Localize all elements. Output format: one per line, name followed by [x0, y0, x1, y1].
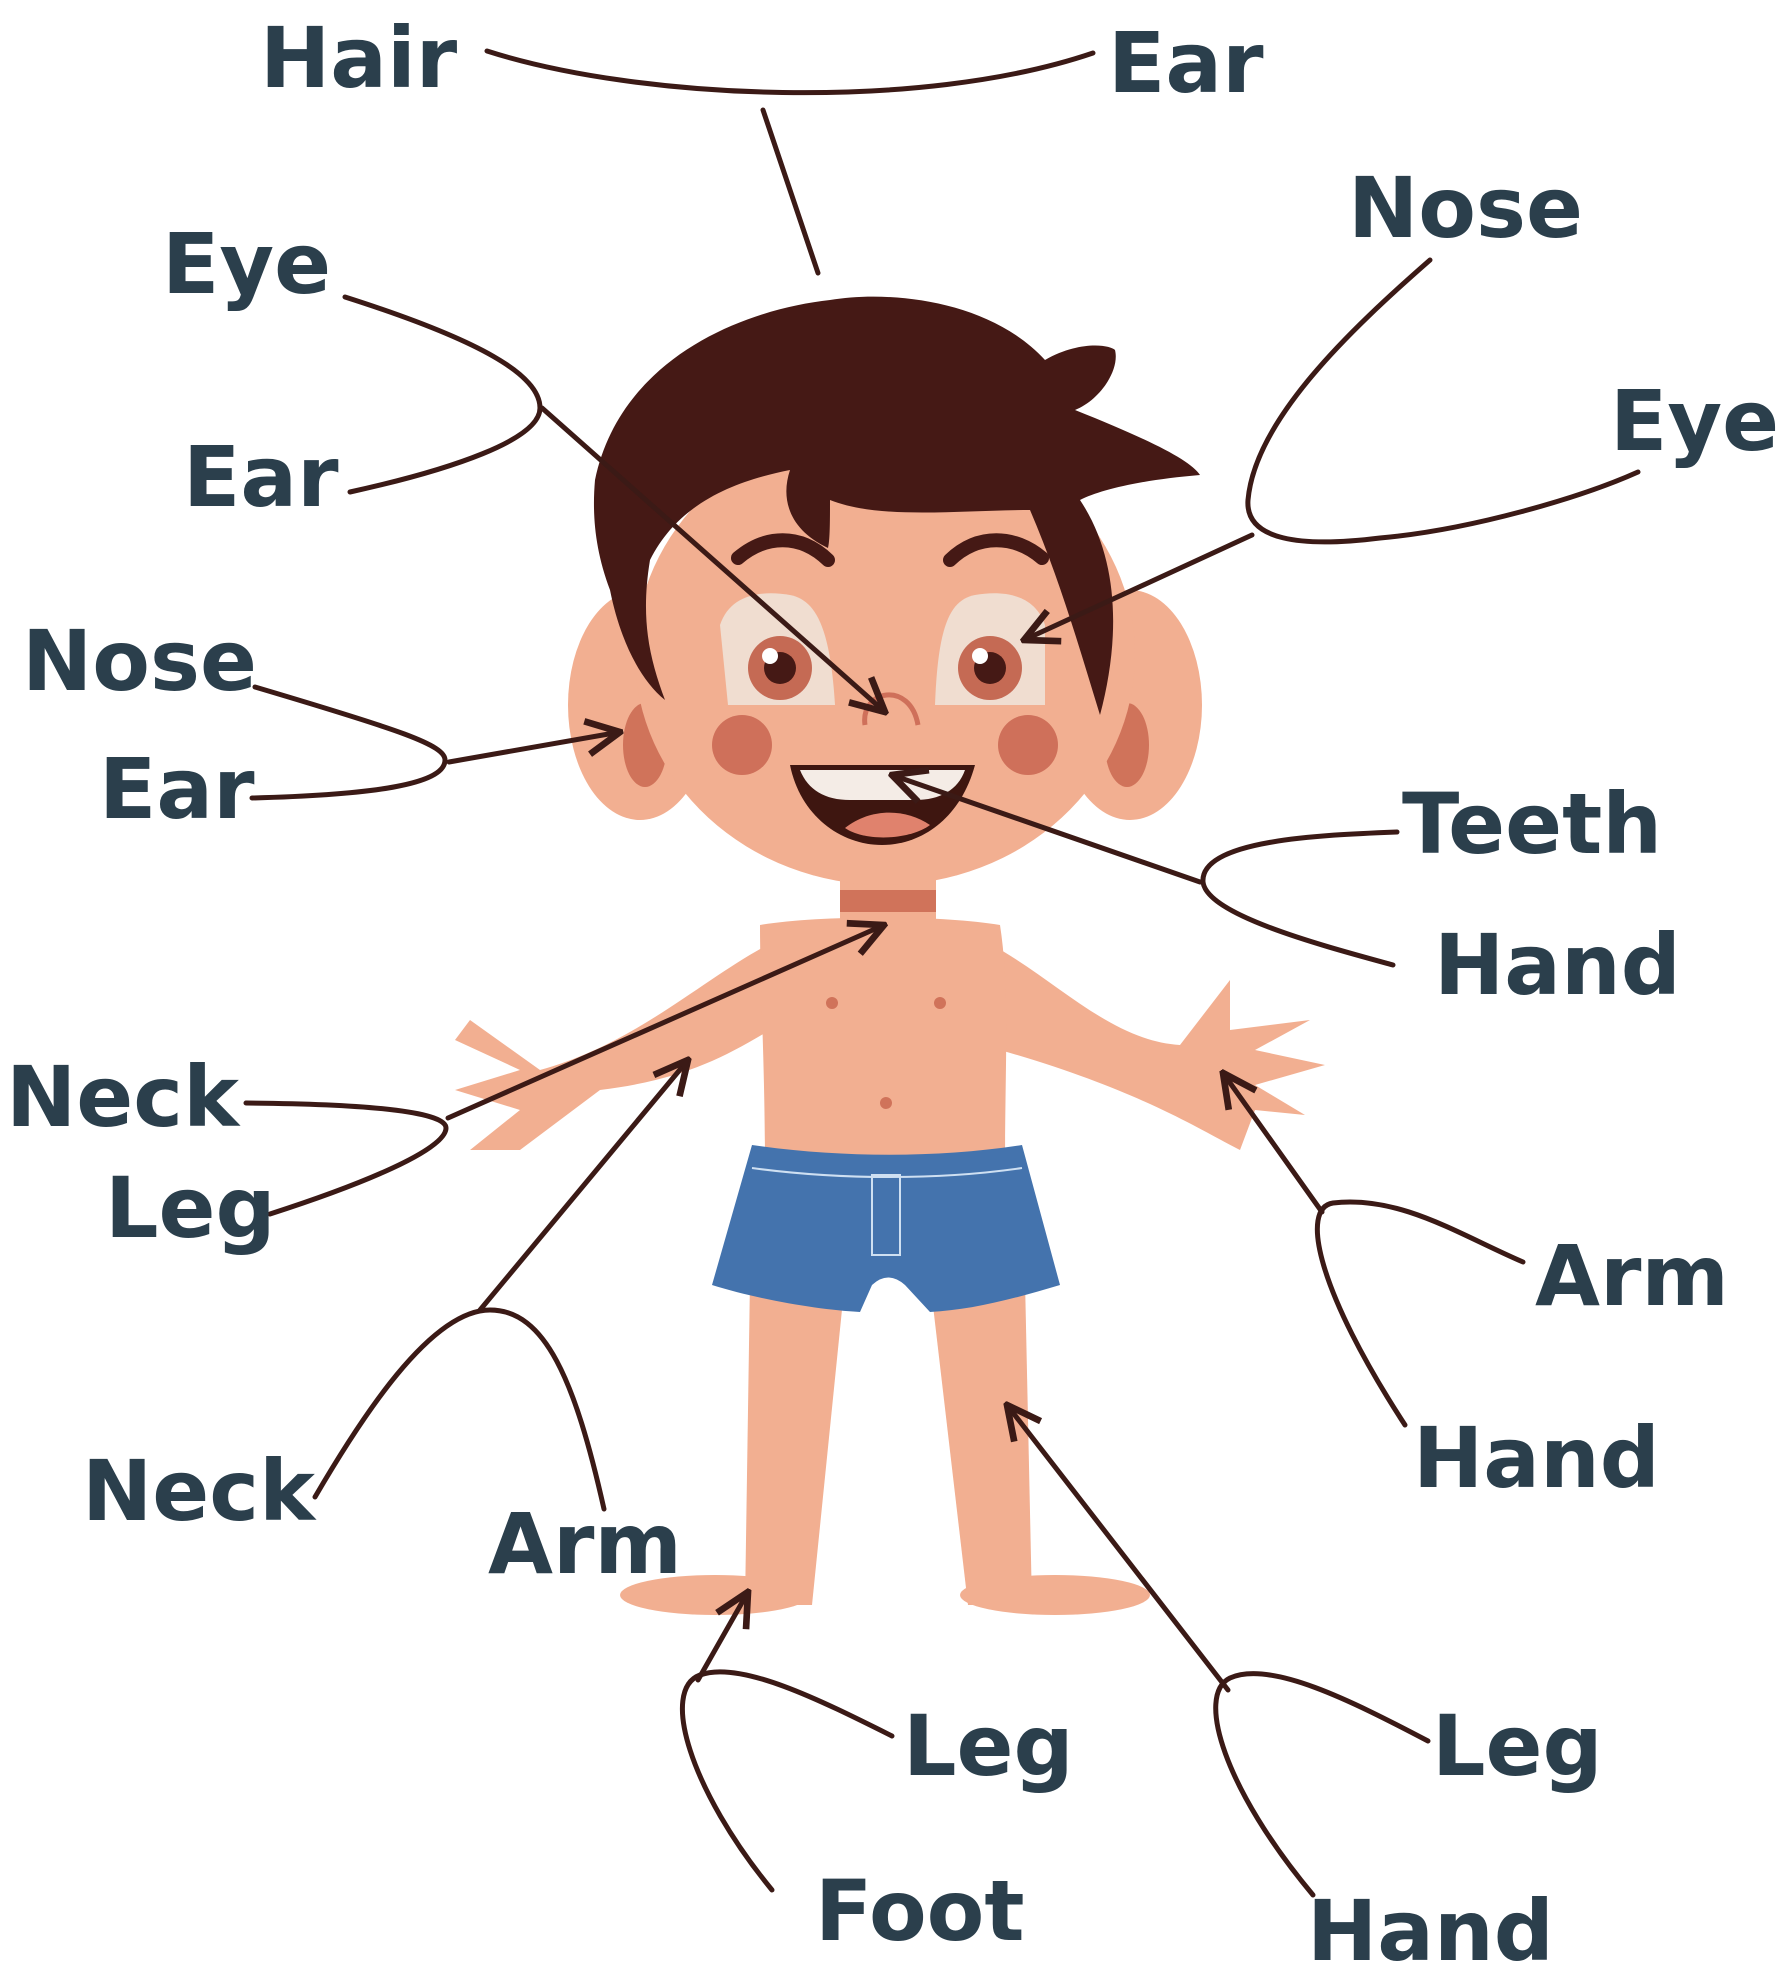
connector-eye-ear-left: [345, 297, 540, 492]
label-ear-left2: Ear: [99, 740, 255, 838]
label-leg-bottom-mid: Leg: [903, 1697, 1074, 1795]
label-leg-left: Leg: [105, 1159, 276, 1257]
connector-leg-hand-right: [1216, 1674, 1428, 1895]
label-ear-top: Ear: [1108, 14, 1264, 112]
label-nose-left: Nose: [22, 612, 257, 710]
label-neck-left2: Neck: [82, 1442, 317, 1540]
connector-hair-ear: [487, 51, 1093, 93]
right-leg: [930, 1280, 1032, 1605]
connector-teeth-hand-right: [1203, 832, 1397, 965]
connector-arm-hand-right: [1317, 1202, 1523, 1425]
connector-nose-eye-right: [1248, 260, 1638, 542]
label-hair-top: Hair: [260, 9, 458, 107]
right-arm: [960, 930, 1325, 1150]
label-hand-right2: Hand: [1413, 1409, 1660, 1507]
connector-leg-foot-mid: [682, 1672, 892, 1890]
connector-nose-ear-left: [252, 687, 445, 798]
navel: [880, 1097, 892, 1109]
right-nipple: [934, 997, 946, 1009]
label-arm-left: Arm: [488, 1495, 682, 1593]
connector-leg-hand-right-arrow: [1007, 1405, 1228, 1690]
label-foot-bottom: Foot: [815, 1862, 1025, 1960]
neck-shadow: [840, 890, 936, 912]
right-cheek: [998, 715, 1058, 775]
torso: [760, 918, 1006, 1171]
connector-hair-stem: [763, 110, 818, 273]
label-eye-left: Eye: [162, 215, 331, 313]
connector-neck-arm-left: [315, 1310, 604, 1509]
left-leg: [745, 1280, 845, 1605]
label-eye-right: Eye: [1610, 372, 1779, 470]
label-leg-bottom-right: Leg: [1432, 1697, 1603, 1795]
label-nose-right: Nose: [1348, 159, 1583, 257]
label-hand-right: Hand: [1434, 916, 1681, 1014]
left-nipple: [826, 997, 838, 1009]
label-hand-bottom-right: Hand: [1307, 1882, 1554, 1966]
connector-neck-leg-left: [246, 1103, 446, 1214]
label-neck-left: Neck: [6, 1048, 241, 1146]
boy-illustration: [455, 297, 1325, 1615]
left-cheek: [712, 715, 772, 775]
label-ear-left: Ear: [183, 428, 339, 526]
label-teeth-right: Teeth: [1402, 775, 1662, 873]
label-arm-right: Arm: [1535, 1227, 1729, 1325]
